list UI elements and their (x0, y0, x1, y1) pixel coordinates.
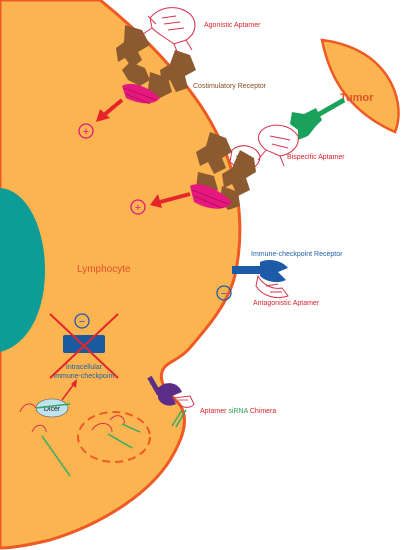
agonistic-aptamer-shape (139, 7, 196, 55)
bispecific-aptamer-label: Bispecific Aptamer (287, 154, 345, 161)
block-cross (49, 313, 119, 379)
costimulatory-signal-domain (122, 83, 160, 105)
activation-arrow-1 (96, 98, 124, 122)
plus-sign-2: + (130, 199, 146, 215)
chimera-label-sirna: siRNA (228, 408, 248, 415)
tumor-label: Tumor (340, 92, 374, 104)
dicer-to-checkpoint-arrow (61, 379, 77, 401)
intracellular-checkpoint (63, 335, 105, 353)
nucleus (0, 188, 45, 352)
costimulatory-receptor-label: Costimulatory Receptor (193, 83, 267, 90)
svg-text:−: − (221, 288, 227, 300)
svg-text:+: + (135, 202, 141, 214)
minus-sign-intracellular: − (74, 313, 90, 329)
chimera-label-aptamer: Aptamer (200, 408, 227, 415)
plus-sign-1: + (78, 123, 94, 139)
chimera-label-chimera: Chimera (250, 408, 277, 415)
intracellular-label-line1: Intracellular (66, 364, 103, 371)
aptamer-sirna-chimera (171, 395, 195, 428)
antagonistic-aptamer-label: Antagonistic Aptamer (253, 300, 320, 307)
immune-checkpoint-receptor (232, 260, 288, 283)
dicer-label: Dicer (44, 406, 61, 413)
immune-checkpoint-receptor-label: Immune-checkpoint Receptor (251, 251, 343, 258)
intracellular-label-line2: immune-checkpoint (54, 373, 115, 380)
sirna-fragment-1 (31, 424, 71, 477)
bispecific-signal-domain (190, 184, 232, 209)
chimera-label: Aptamer siRNA Chimera (200, 408, 276, 415)
tumor-cell (320, 38, 400, 134)
svg-text:−: − (79, 316, 85, 328)
endosome (77, 411, 151, 463)
tumor-antigen (290, 97, 346, 140)
svg-text:+: + (83, 126, 89, 138)
minus-sign-checkpoint: − (216, 285, 232, 301)
dicer-complex: Dicer (19, 398, 71, 418)
activation-arrow-2 (150, 192, 191, 208)
chimera-receptor (147, 375, 182, 406)
antagonistic-aptamer-shape (255, 274, 289, 299)
lymphocyte-label: Lymphocyte (77, 264, 131, 275)
agonistic-aptamer-label: Agonistic Aptamer (204, 22, 261, 29)
costimulatory-receptor (116, 25, 196, 98)
